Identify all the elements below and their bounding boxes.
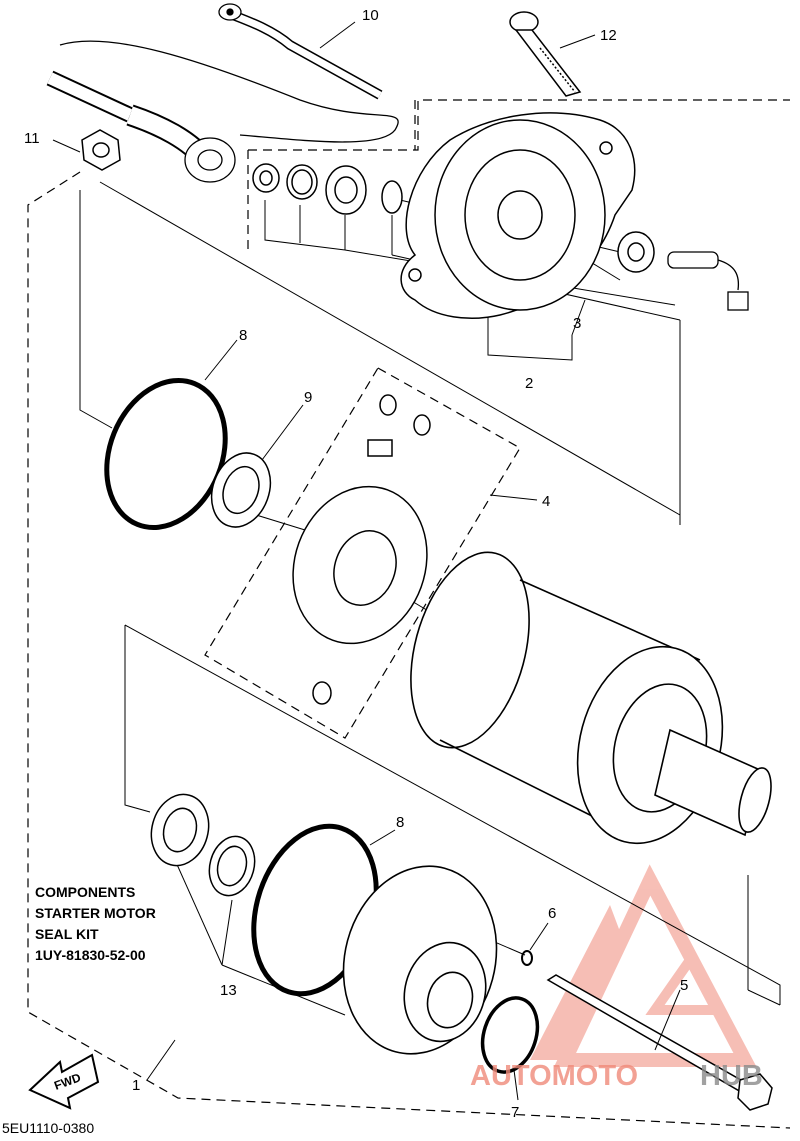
callout-11: 11 — [24, 130, 40, 147]
callout-leaders — [52, 21, 681, 1101]
callout-5: 5 — [680, 977, 688, 994]
callout-8-lower: 8 — [396, 814, 404, 831]
watermark-text: AUTOMOTO HUB — [470, 1060, 763, 1092]
callout-numbers: 10 12 11 3 2 8 9 4 8 6 5 13 1 7 — [24, 7, 688, 1121]
watermark-logo — [530, 864, 757, 1067]
kit-note-line-2: STARTER MOTOR — [35, 905, 156, 921]
assembly-frame — [27, 99, 791, 1129]
terminal-part-3 — [667, 251, 749, 311]
callout-4: 4 — [542, 493, 550, 510]
callout-7: 7 — [511, 1104, 519, 1121]
front-cover-part-2 — [400, 112, 636, 319]
washer-part-9 — [210, 452, 272, 528]
o-ring-part-7 — [480, 996, 540, 1074]
kit-note-line-1: COMPONENTS — [35, 884, 135, 900]
callout-3: 3 — [573, 315, 581, 332]
watermark-part-2: HUB — [700, 1060, 763, 1092]
fwd-arrow-icon: FWD — [28, 1053, 100, 1110]
seal-kit-note: COMPONENTS STARTER MOTOR SEAL KIT 1UY-81… — [35, 884, 156, 963]
seal-kit-part-13 — [150, 793, 256, 897]
seal-group — [252, 163, 655, 273]
rear-cover — [342, 865, 498, 1055]
o-ring-part-6 — [521, 950, 533, 966]
kit-note-line-4: 1UY-81830-52-00 — [35, 947, 146, 963]
callout-1: 1 — [132, 1077, 140, 1094]
callout-2: 2 — [525, 375, 533, 392]
kit-note-line-3: SEAL KIT — [35, 926, 99, 942]
lead-wire-part-10 — [46, 3, 399, 183]
callout-13: 13 — [220, 982, 237, 999]
brush-holder-part-4 — [292, 394, 431, 705]
callout-8-upper: 8 — [239, 327, 247, 344]
diagram-code: 5EU1110-0380 — [2, 1120, 94, 1136]
bolt-part-12 — [509, 11, 582, 97]
callout-12: 12 — [600, 27, 617, 44]
nut-part-11 — [81, 129, 121, 171]
callout-10: 10 — [362, 7, 379, 24]
bolt-part-5 — [546, 974, 773, 1111]
motor-yoke-part-1 — [410, 551, 772, 845]
callout-9: 9 — [304, 389, 312, 406]
watermark-part-1: AUTOMOTO — [470, 1060, 638, 1092]
callout-6: 6 — [548, 905, 556, 922]
